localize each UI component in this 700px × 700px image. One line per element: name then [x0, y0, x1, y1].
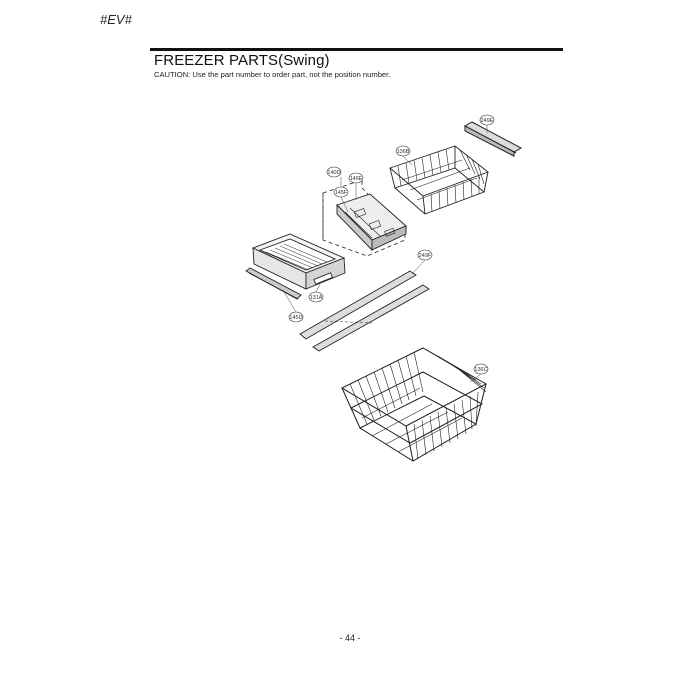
model-code: #EV# [100, 12, 132, 27]
svg-text:140D: 140D [327, 170, 340, 176]
title-rule [150, 48, 563, 51]
upper-wire-basket-136b [389, 145, 489, 215]
rail-bracket-249e [463, 121, 523, 157]
page-title: FREEZER PARTS(Swing) [154, 52, 330, 69]
svg-text:136B: 136B [397, 149, 410, 155]
callout-136c: 136C [473, 363, 489, 375]
caution-note: CAUTION: Use the part number to order pa… [154, 70, 391, 79]
callout-249f: 249F [417, 249, 433, 261]
lower-wire-basket-136c [340, 347, 488, 462]
callout-145d: 145D [288, 311, 304, 323]
callout-140d: 140D [326, 166, 342, 178]
svg-text:146E: 146E [350, 176, 363, 182]
slide-rails-249f [299, 270, 430, 352]
divider-assembly-140d [322, 179, 407, 257]
callout-131a: 131A [308, 291, 324, 303]
callout-145f: 145F [333, 186, 349, 198]
callout-136b: 136B [395, 145, 411, 157]
svg-text:136C: 136C [474, 367, 487, 373]
svg-text:249E: 249E [481, 118, 494, 124]
callout-249e: 249E [479, 114, 495, 126]
page-number: - 44 - [339, 633, 361, 643]
svg-text:145F: 145F [335, 190, 348, 196]
callout-146e: 146E [348, 172, 364, 184]
drawer-tray-131a [251, 233, 346, 290]
svg-text:145D: 145D [289, 315, 302, 321]
drawer-rail-145d [245, 267, 302, 300]
svg-text:249F: 249F [419, 253, 432, 259]
svg-text:131A: 131A [310, 295, 323, 301]
